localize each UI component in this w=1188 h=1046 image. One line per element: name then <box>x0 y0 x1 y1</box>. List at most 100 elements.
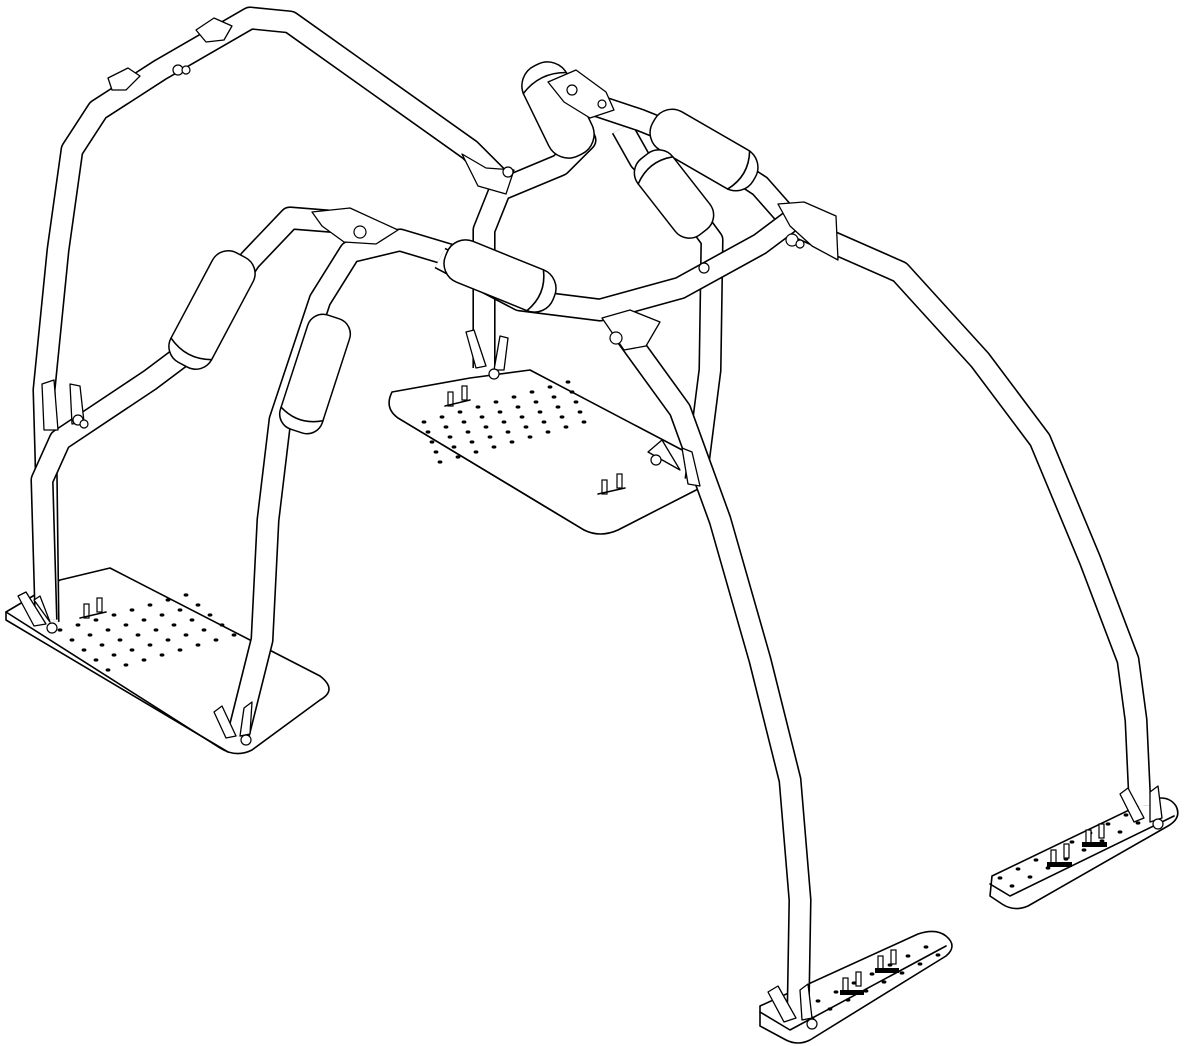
joint-bracket-center-top <box>311 153 515 245</box>
tube-left-front-arch <box>30 206 341 621</box>
mounting-hole <box>509 440 515 444</box>
mounting-hole <box>537 410 543 414</box>
mounting-hole <box>437 460 443 464</box>
foot-gussets <box>17 329 1164 1030</box>
mounting-hole <box>483 425 489 429</box>
mounting-hole <box>105 668 111 672</box>
mounting-hole <box>565 380 571 384</box>
mounting-hole <box>917 962 923 966</box>
mounting-hole <box>117 638 123 642</box>
mounting-hole <box>457 410 463 414</box>
mounting-hole <box>1081 848 1087 852</box>
mounting-hole <box>123 623 129 627</box>
mounting-hole <box>923 945 929 949</box>
foam-pad-left-upper <box>168 250 256 370</box>
mounting-hole <box>111 613 117 617</box>
mounting-hole <box>129 608 135 612</box>
mounting-hole <box>881 980 887 984</box>
mounting-hole <box>461 420 467 424</box>
mounting-hole <box>493 400 499 404</box>
mounting-hole <box>451 445 457 449</box>
mounting-hole <box>523 425 529 429</box>
mounting-hole <box>827 1007 833 1011</box>
rear-right-base-plate <box>989 797 1179 910</box>
mounting-hole <box>573 400 579 404</box>
mounting-hole <box>569 390 575 394</box>
mounting-hole <box>905 954 911 958</box>
plate-mounting-holes <box>997 813 1141 888</box>
mounting-hole <box>545 430 551 434</box>
mounting-hole <box>1045 866 1051 870</box>
mounting-hole <box>219 623 225 627</box>
mounting-hole <box>551 395 557 399</box>
mounting-hole <box>159 613 165 617</box>
mounting-hole <box>511 395 517 399</box>
mounting-hole <box>479 415 485 419</box>
mounting-hole <box>87 633 93 637</box>
plate-mounting-holes <box>57 593 237 672</box>
plate-mounting-holes <box>421 380 587 464</box>
mounting-hole <box>213 638 219 642</box>
mounting-hole <box>433 450 439 454</box>
mounting-hole <box>465 430 471 434</box>
mounting-hole <box>997 876 1003 880</box>
tube-right-front-leg <box>612 323 812 1017</box>
mounting-hole <box>487 435 493 439</box>
leveling-bolt-pair <box>444 385 626 495</box>
mounting-hole <box>491 445 497 449</box>
leveling-bolt-pair <box>840 949 899 995</box>
mounting-hole <box>581 420 587 424</box>
mounting-hole <box>153 628 159 632</box>
mounting-hole <box>129 648 135 652</box>
mounting-hole <box>165 598 171 602</box>
mounting-hole <box>473 450 479 454</box>
mounting-hole <box>93 658 99 662</box>
mounting-hole <box>505 430 511 434</box>
mounting-hole <box>1135 821 1141 825</box>
mounting-hole <box>475 405 481 409</box>
foam-pad-front-crossbar <box>443 239 557 313</box>
tube-right-rear-leg <box>795 217 1152 807</box>
mounting-hole <box>547 385 553 389</box>
joint-bracket-rear-top <box>547 69 615 119</box>
mounting-hole <box>195 603 201 607</box>
mounting-hole <box>81 648 87 652</box>
mounting-hole <box>1027 875 1033 879</box>
mounting-hole <box>171 623 177 627</box>
mounting-hole <box>443 425 449 429</box>
mounting-hole <box>869 972 875 976</box>
mounting-hole <box>447 435 453 439</box>
mounting-hole <box>1099 839 1105 843</box>
mounting-hole <box>845 998 851 1002</box>
mounting-hole <box>815 999 821 1003</box>
mounting-hole <box>541 420 547 424</box>
mounting-hole <box>201 628 207 632</box>
mounting-hole <box>515 405 521 409</box>
mounting-hole <box>177 608 183 612</box>
mounting-hole <box>177 648 183 652</box>
mounting-hole <box>57 628 63 632</box>
mounting-hole <box>141 658 147 662</box>
mounting-hole <box>559 415 565 419</box>
mounting-hole <box>497 410 503 414</box>
foam-pad-right-crossbar <box>649 108 759 192</box>
mounting-hole <box>123 663 129 667</box>
mounting-hole <box>851 981 857 985</box>
mid-bracket-left <box>41 379 89 431</box>
mounting-hole <box>183 633 189 637</box>
mounting-hole <box>75 623 81 627</box>
top-bracket-left <box>107 17 233 91</box>
mounting-hole <box>1123 813 1129 817</box>
mounting-hole <box>439 415 445 419</box>
mounting-hole <box>207 613 213 617</box>
mounting-hole <box>159 653 165 657</box>
mounting-hole <box>105 628 111 632</box>
foam-pad-left-lower <box>278 313 352 435</box>
foam-pad-rear-diagonal <box>633 149 715 239</box>
mounting-hole <box>421 420 427 424</box>
mounting-hole <box>147 643 153 647</box>
mounting-hole <box>519 415 525 419</box>
mounting-hole <box>577 410 583 414</box>
mounting-hole <box>501 420 507 424</box>
